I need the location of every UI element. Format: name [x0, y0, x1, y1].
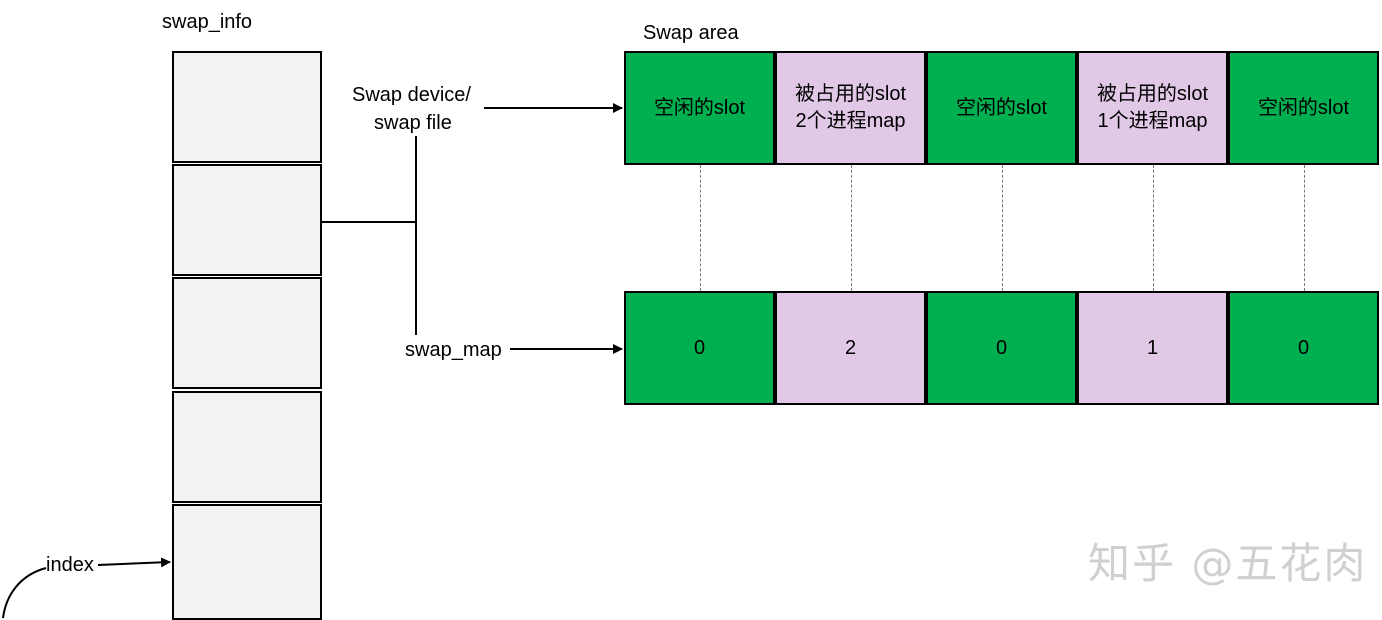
- swap-device-label-line1: Swap device/: [352, 84, 471, 106]
- index-label: index: [46, 554, 94, 576]
- swap-device-label-line2: swap file: [374, 112, 452, 134]
- slot-text-line1: 空闲的slot: [955, 96, 1048, 119]
- swap-area-label: Swap area: [643, 22, 739, 44]
- slot-text-line1: 被占用的slot: [794, 83, 907, 105]
- swap-map-cell: 0: [1228, 291, 1379, 405]
- swap-area-slot: 空闲的slot: [926, 51, 1077, 165]
- dashed-connector: [700, 165, 701, 291]
- swap-info-cell: [172, 277, 322, 389]
- dashed-connector: [1153, 165, 1154, 291]
- swap-area-slot: 被占用的slot 2个进程map: [775, 51, 926, 165]
- swap-map-cell: 0: [926, 291, 1077, 405]
- curve-into-index: [2, 567, 47, 619]
- slot-text-line1: 被占用的slot: [1096, 83, 1209, 105]
- dashed-connector: [1304, 165, 1305, 291]
- swap-info-cell: [172, 391, 322, 503]
- slot-text-line1: 空闲的slot: [653, 96, 746, 119]
- swap-area-slot: 空闲的slot: [1228, 51, 1379, 165]
- slot-text-line1: 空闲的slot: [1257, 96, 1350, 119]
- swap-info-cell: [172, 51, 322, 163]
- connector-vertical: [415, 136, 417, 335]
- swap-map-cell: 1: [1077, 291, 1228, 405]
- swap-area-slot: 空闲的slot: [624, 51, 775, 165]
- swap-area-slot: 被占用的slot 1个进程map: [1077, 51, 1228, 165]
- swap-info-cell: [172, 504, 322, 620]
- swap-map-cell: 0: [624, 291, 775, 405]
- arrow-index-to-swap-info: [97, 557, 171, 568]
- swap-info-label: swap_info: [162, 11, 253, 33]
- watermark: 知乎 @五花肉: [1088, 539, 1368, 588]
- dashed-connector: [851, 165, 852, 291]
- swap-info-cell: [172, 164, 322, 276]
- slot-text-line2: 1个进程map: [1097, 110, 1208, 132]
- swap-map-label: swap_map: [405, 339, 502, 361]
- dashed-connector: [1002, 165, 1003, 291]
- slot-text-line2: 2个进程map: [795, 110, 906, 132]
- swap-map-cell: 2: [775, 291, 926, 405]
- connector-horizontal: [322, 221, 417, 223]
